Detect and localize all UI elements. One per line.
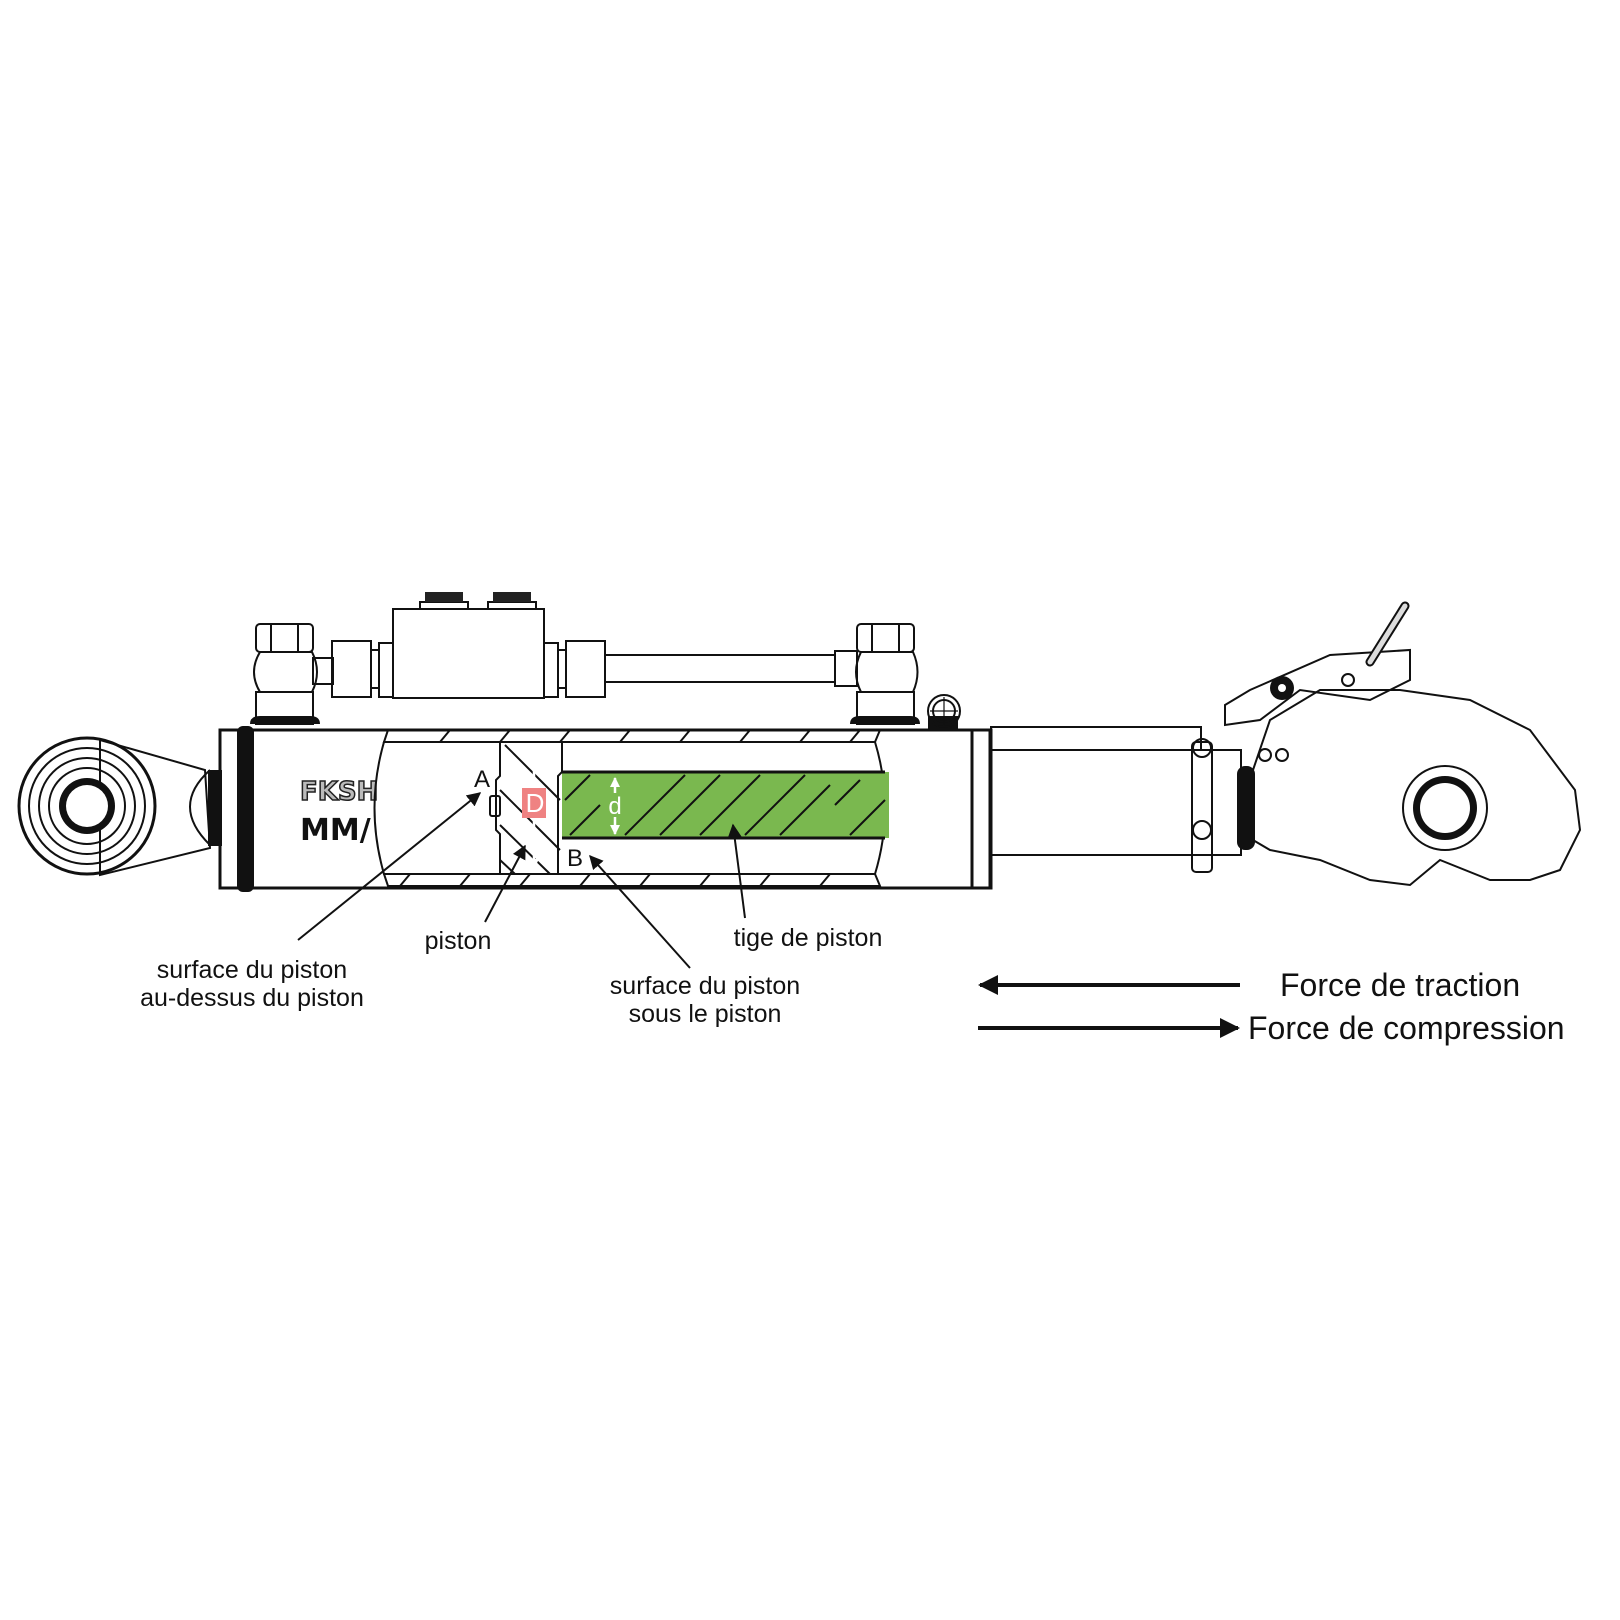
piston-rod: d bbox=[562, 770, 889, 840]
point-b-label: B bbox=[567, 845, 583, 872]
grease-nipple bbox=[927, 694, 961, 730]
quick-hitch-hook bbox=[1224, 601, 1582, 887]
valve-block bbox=[392, 592, 545, 699]
rod-diameter-label: d bbox=[608, 793, 621, 820]
callout-surface-below-line2: sous le piston bbox=[629, 1000, 782, 1028]
model-marking: MM/ bbox=[300, 813, 371, 848]
piston-diameter-label: D bbox=[526, 788, 545, 818]
brand-marking: FKSH bbox=[300, 777, 378, 807]
piston: D bbox=[489, 741, 563, 875]
traction-label: Force de traction bbox=[1280, 967, 1520, 1003]
left-elbow-fitting bbox=[250, 623, 320, 725]
force-legend: Force de traction Force de compression bbox=[978, 967, 1565, 1046]
extension-tube bbox=[990, 726, 1255, 873]
callout-surface-above-line2: au-dessus du piston bbox=[140, 984, 364, 1012]
callout-piston: piston bbox=[425, 927, 492, 955]
callout-leaders bbox=[297, 792, 746, 969]
rear-eye-end bbox=[17, 736, 222, 877]
right-elbow-fitting bbox=[850, 623, 920, 725]
compression-label: Force de compression bbox=[1248, 1010, 1565, 1046]
wall-hatching bbox=[399, 729, 861, 887]
point-a-label: A bbox=[474, 766, 490, 793]
hydraulic-line bbox=[250, 592, 920, 725]
callout-surface-above-line1: surface du piston bbox=[157, 956, 347, 984]
cylinder-cutaway: d D A B bbox=[373, 729, 889, 887]
callout-surface-below-line1: surface du piston bbox=[610, 972, 800, 1000]
callout-piston-rod: tige de piston bbox=[734, 924, 883, 952]
